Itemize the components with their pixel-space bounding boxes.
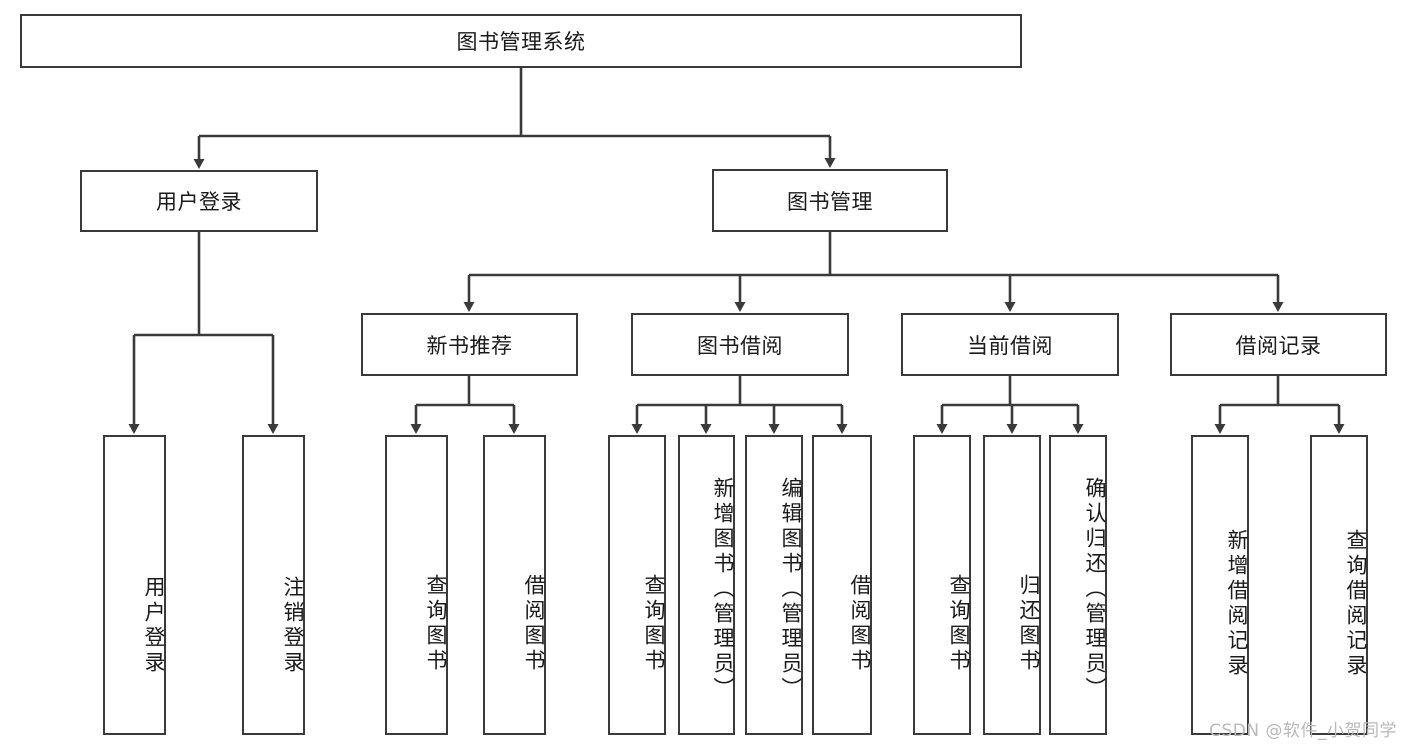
node-leaf-confirm-return[interactable]: 确认归还（管理员） [1049,435,1107,735]
node-book-borrow-label: 图书借阅 [697,333,783,358]
node-book-manage[interactable]: 图书管理 [712,169,948,232]
node-leaf-borrow-book-2-label: 借阅图书 [848,574,872,674]
node-book-borrow[interactable]: 图书借阅 [631,313,849,376]
node-root[interactable]: 图书管理系统 [20,14,1022,68]
node-leaf-add-book-label: 新增图书（管理员） [711,476,735,702]
node-leaf-query-record-label: 查询借阅记录 [1344,529,1368,679]
node-borrow-record-label: 借阅记录 [1235,333,1322,358]
node-leaf-add-record-label: 新增借阅记录 [1225,529,1249,679]
node-leaf-borrow-book-2[interactable]: 借阅图书 [812,435,872,735]
node-leaf-query-book-2[interactable]: 查询图书 [608,435,666,735]
node-new-book-rec-label: 新书推荐 [426,333,513,358]
node-leaf-borrow-book-1[interactable]: 借阅图书 [483,435,546,735]
node-leaf-user-login-label: 用户登录 [142,576,166,676]
node-leaf-borrow-book-1-label: 借阅图书 [522,574,546,674]
node-leaf-edit-book-label: 编辑图书（管理员） [779,476,803,702]
node-leaf-confirm-return-label: 确认归还（管理员） [1083,476,1107,702]
node-leaf-logout-label: 注销登录 [281,576,305,676]
node-leaf-query-book-3[interactable]: 查询图书 [913,435,971,735]
node-current-borrow-label: 当前借阅 [967,333,1053,358]
csdn-watermark: CSDN @软件_小贺同学 [1209,721,1397,741]
node-leaf-return-book[interactable]: 归还图书 [983,435,1041,735]
node-leaf-query-book-1[interactable]: 查询图书 [385,435,448,735]
node-leaf-user-login[interactable]: 用户登录 [103,435,166,735]
node-leaf-return-book-label: 归还图书 [1017,574,1041,674]
node-leaf-query-book-1-label: 查询图书 [424,574,448,674]
node-user-login[interactable]: 用户登录 [80,170,318,232]
node-leaf-query-record[interactable]: 查询借阅记录 [1310,435,1368,735]
node-book-manage-label: 图书管理 [787,189,873,214]
node-leaf-query-book-3-label: 查询图书 [947,574,971,674]
node-user-login-label: 用户登录 [156,190,242,214]
node-leaf-query-book-2-label: 查询图书 [642,574,666,674]
node-leaf-add-record[interactable]: 新增借阅记录 [1191,435,1249,735]
node-current-borrow[interactable]: 当前借阅 [901,313,1119,376]
node-leaf-edit-book[interactable]: 编辑图书（管理员） [745,435,803,735]
node-leaf-add-book[interactable]: 新增图书（管理员） [678,435,735,735]
node-borrow-record[interactable]: 借阅记录 [1170,313,1387,376]
node-leaf-logout[interactable]: 注销登录 [242,435,305,735]
node-new-book-rec[interactable]: 新书推荐 [361,313,578,376]
node-root-label: 图书管理系统 [456,30,586,54]
